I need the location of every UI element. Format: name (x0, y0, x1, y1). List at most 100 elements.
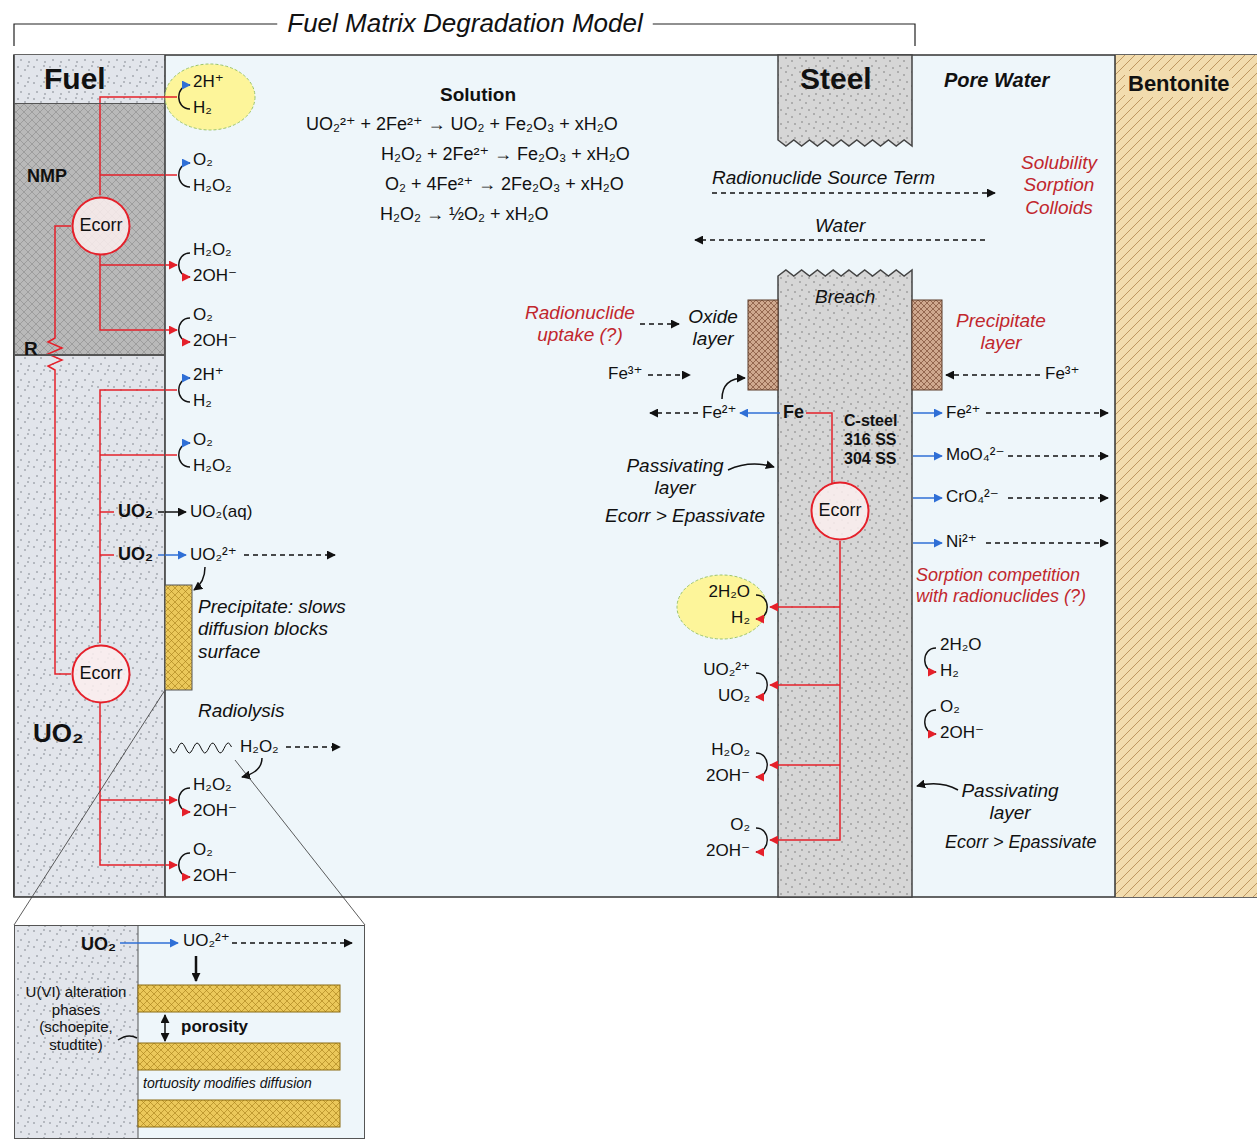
flow-line (242, 758, 262, 777)
note-label: Radionuclide uptake (?) (505, 302, 655, 347)
note-label: Solubility Sorption Colloids (1000, 152, 1118, 219)
species-label: 2OH⁻ (940, 723, 984, 743)
precipitate-layer (165, 585, 192, 690)
flow-line (728, 464, 774, 470)
ecorr-circle: Ecorr (71, 196, 131, 256)
annotation-label: Ecorr > Epassivate (945, 832, 1097, 853)
reaction-equation: H₂O₂ → ½O₂ + xH₂O (380, 204, 548, 225)
potential-label: Ecorr (79, 663, 122, 684)
flow-line (244, 554, 335, 556)
flow-line (946, 374, 1040, 376)
reaction-hook (179, 85, 190, 109)
solution-ground (14, 55, 1257, 897)
annotation-label: Passivating layer (955, 780, 1065, 825)
annotation-label: Water (815, 215, 865, 237)
bentonite-ground (1115, 55, 1257, 897)
species-label: UO₂²⁺ (183, 931, 230, 951)
alteration-layer (138, 1100, 340, 1127)
annotation-label: Breach (815, 286, 875, 308)
inset-ground (14, 925, 365, 1139)
fuel-ground (14, 55, 165, 897)
flow-line (195, 956, 198, 981)
species-label: Fe³⁺ (608, 364, 642, 384)
resistor-connector (48, 226, 71, 674)
ecorr-circle: Ecorr (71, 644, 131, 704)
annotation-label: Radiolysis (198, 700, 285, 722)
alteration-layer (138, 1043, 340, 1070)
species-label: H₂O₂ (193, 176, 232, 196)
flow-line (286, 746, 340, 748)
flow-line (986, 542, 1108, 544)
hydrogen-highlight (677, 575, 767, 639)
diagram-title: Fuel Matrix Degradation Model (287, 8, 643, 39)
region-heading: NMP (27, 166, 67, 187)
precipitate-layer (912, 300, 942, 390)
hydrogen-highlight (165, 64, 255, 130)
nmp-ground (14, 103, 165, 355)
resistor-label: R (24, 338, 38, 360)
flow-line (14, 690, 165, 925)
species-label: 2OH⁻ (193, 801, 237, 821)
species-label: Fe³⁺ (1045, 364, 1079, 384)
flow-line (913, 412, 942, 414)
flow-line (100, 255, 177, 330)
species-label: UO₂ (118, 544, 153, 565)
flow-line (232, 942, 352, 944)
flow-line (913, 542, 942, 544)
flow-line (100, 390, 177, 643)
reaction-equation: H₂O₂ + 2Fe²⁺ → Fe₂O₃ + xH₂O (381, 144, 630, 165)
reaction-hook (925, 648, 936, 672)
reaction-hook (756, 595, 767, 619)
species-label: O₂ (193, 150, 213, 170)
species-label: UO₂ (718, 686, 750, 706)
alteration-layer (138, 985, 340, 1012)
region-heading: Steel (800, 61, 872, 96)
flow-line (770, 541, 840, 840)
ecorr-circle: Ecorr (810, 481, 870, 541)
reaction-hook (179, 163, 190, 187)
flow-line (100, 554, 114, 556)
species-label: 2OH⁻ (193, 331, 237, 351)
species-label: 2H⁺ (193, 365, 224, 385)
note-label: Precipitate layer (946, 310, 1056, 355)
reaction-hook (179, 318, 190, 342)
annotation-label: Radionuclide Source Term (712, 167, 935, 189)
reaction-hook (179, 378, 190, 402)
species-label: H₂ (193, 391, 212, 411)
bentonite-region: Bentonite (1115, 55, 1257, 897)
species-label: UO₂²⁺ (703, 660, 750, 680)
circle-shape (73, 198, 130, 255)
uo2-region: EcorrUO₂ (14, 355, 165, 897)
flow-line (120, 942, 178, 944)
species-label: O₂ (193, 305, 213, 325)
reaction-equation: UO₂²⁺ + 2Fe²⁺ → UO₂ + Fe₂O₃ + xH₂O (306, 114, 618, 135)
nmp-region: EcorrNMP (14, 103, 165, 355)
flow-line (100, 703, 177, 865)
flow-line (100, 454, 177, 456)
flow-line (100, 174, 177, 176)
annotation-label: Oxide layer (682, 306, 744, 351)
species-label: Ni²⁺ (946, 532, 977, 552)
flow-line (986, 412, 1108, 414)
species-label: H₂O₂ (193, 775, 232, 795)
steel-shape (778, 55, 912, 146)
species-label: Fe²⁺ (946, 403, 980, 423)
flow-line (118, 1036, 137, 1040)
species-label: Fe (783, 402, 804, 423)
porosity-arrow (164, 1015, 166, 1041)
flow-line (806, 413, 832, 483)
section-heading: Solution (440, 84, 516, 106)
flow-line (770, 606, 840, 608)
steel-shape (778, 270, 912, 897)
reaction-hook (179, 253, 190, 277)
radiolysis-wave (170, 743, 232, 753)
species-label: 2H₂O (708, 582, 750, 602)
flow-line (158, 511, 186, 513)
flow-line (913, 497, 942, 499)
region-heading: UO₂ (33, 718, 84, 749)
note-label: Sorption competition with radionuclides … (916, 565, 1114, 607)
reaction-hook (179, 788, 190, 812)
flow-line (770, 684, 840, 686)
circle-shape (812, 483, 869, 540)
